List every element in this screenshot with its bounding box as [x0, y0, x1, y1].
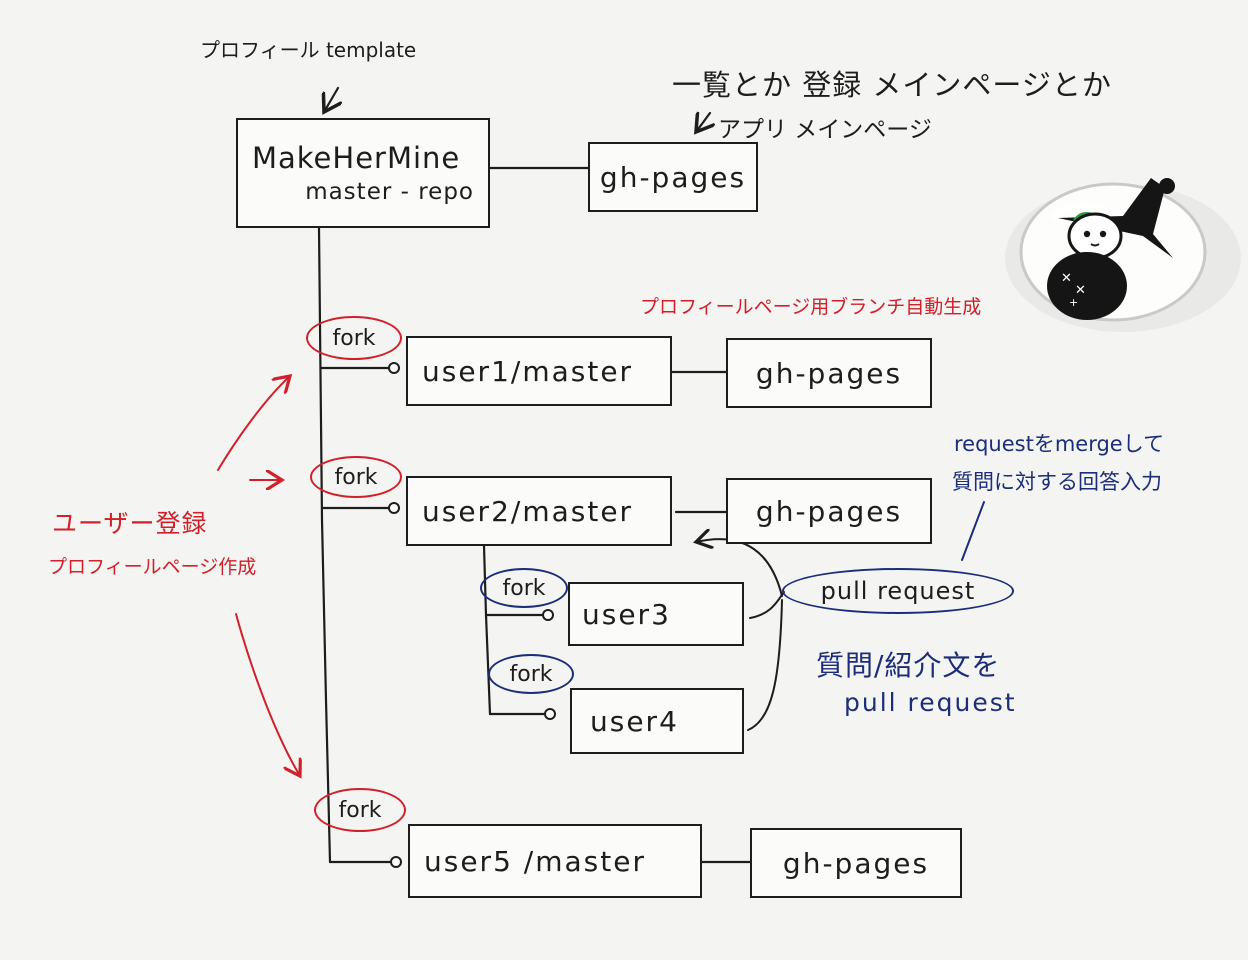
fork-dot-user5 — [390, 856, 402, 868]
user4-node: user4 — [570, 688, 744, 754]
witch-badge-image: ✕ ✕ + — [1005, 178, 1241, 332]
pr-arrow-to-user2 — [696, 539, 783, 597]
gh-pages-user5-node: gh-pages — [750, 828, 962, 898]
sub-trunk — [482, 544, 492, 716]
fork-label-user1: fork — [332, 325, 376, 351]
pr-curve-user4 — [747, 599, 783, 731]
pull-request-marker: pull request — [782, 568, 1014, 614]
merge-annotation-line2: 質問に対する回答入力 — [952, 470, 1162, 494]
fork-dot-user4 — [544, 708, 556, 720]
fork-label-user4: fork — [509, 661, 553, 687]
user2-master-node: user2/master — [406, 476, 672, 546]
user3-label: user3 — [582, 597, 671, 631]
gh-pages-user1-node: gh-pages — [726, 338, 932, 408]
auto-generate-annotation: プロフィールページ用ブランチ自動生成 — [640, 296, 982, 318]
gh-pages-master-node: gh-pages — [588, 142, 758, 212]
pr-note-line2: pull request — [844, 688, 1017, 717]
fork-dot-user2 — [388, 502, 400, 514]
master-repo-node: MakeHerMine master - repo — [236, 118, 490, 228]
master-repo-subtitle: master - repo — [305, 179, 474, 205]
merge-pointer-line — [961, 501, 985, 561]
svg-text:✕: ✕ — [1061, 271, 1072, 286]
gh-pages-user1-label: gh-pages — [755, 356, 903, 390]
pull-request-label: pull request — [820, 577, 976, 605]
merge-annotation-line1: requestをmergeして — [954, 432, 1165, 456]
top-right-annotation-line2: アプリ メインページ — [718, 117, 932, 143]
user4-label: user4 — [590, 704, 679, 738]
registration-arrow-user1 — [217, 376, 290, 471]
pr-curve-user3 — [749, 591, 785, 619]
svg-text:✕: ✕ — [1075, 283, 1086, 298]
top-right-annotation-line1: 一覧とか 登録 メインページとか — [672, 68, 1112, 102]
fork-label-user5: fork — [338, 797, 382, 823]
gh-pages-user2-node: gh-pages — [726, 478, 932, 544]
fork-marker-user4: fork — [488, 654, 574, 694]
fork-label-user2: fork — [334, 464, 378, 490]
gh-pages-user5-label: gh-pages — [782, 846, 930, 880]
template-arrow — [324, 86, 338, 112]
fork-marker-user1: fork — [306, 316, 402, 360]
main-trunk — [317, 226, 332, 864]
user5-master-node: user5 /master — [408, 824, 702, 898]
user1-master-node: user1/master — [406, 336, 672, 406]
gh-pages-master-label: gh-pages — [599, 160, 747, 194]
fork-marker-user2: fork — [310, 456, 402, 498]
app-page-arrow — [696, 113, 710, 132]
user-registration-annotation-line2: プロフィールページ作成 — [48, 556, 257, 578]
user1-master-label: user1/master — [422, 354, 634, 388]
fork-dot-user1 — [388, 362, 400, 374]
fork-label-user3: fork — [502, 575, 546, 601]
fork-marker-user5: fork — [314, 788, 406, 832]
svg-text:+: + — [1069, 296, 1078, 309]
user5-master-label: user5 /master — [424, 844, 646, 878]
pr-note-line1: 質問/紹介文を — [816, 649, 1001, 682]
fork-marker-user3: fork — [480, 568, 568, 608]
registration-arrow-user5 — [235, 613, 300, 776]
master-repo-title: MakeHerMine — [252, 141, 461, 175]
gh-pages-user2-label: gh-pages — [755, 494, 903, 528]
user-registration-annotation-line1: ユーザー登録 — [52, 509, 208, 538]
fork-dot-user3 — [542, 609, 554, 621]
profile-template-annotation: プロフィール template — [200, 38, 417, 62]
user2-master-label: user2/master — [422, 494, 634, 528]
user3-node: user3 — [568, 582, 744, 646]
